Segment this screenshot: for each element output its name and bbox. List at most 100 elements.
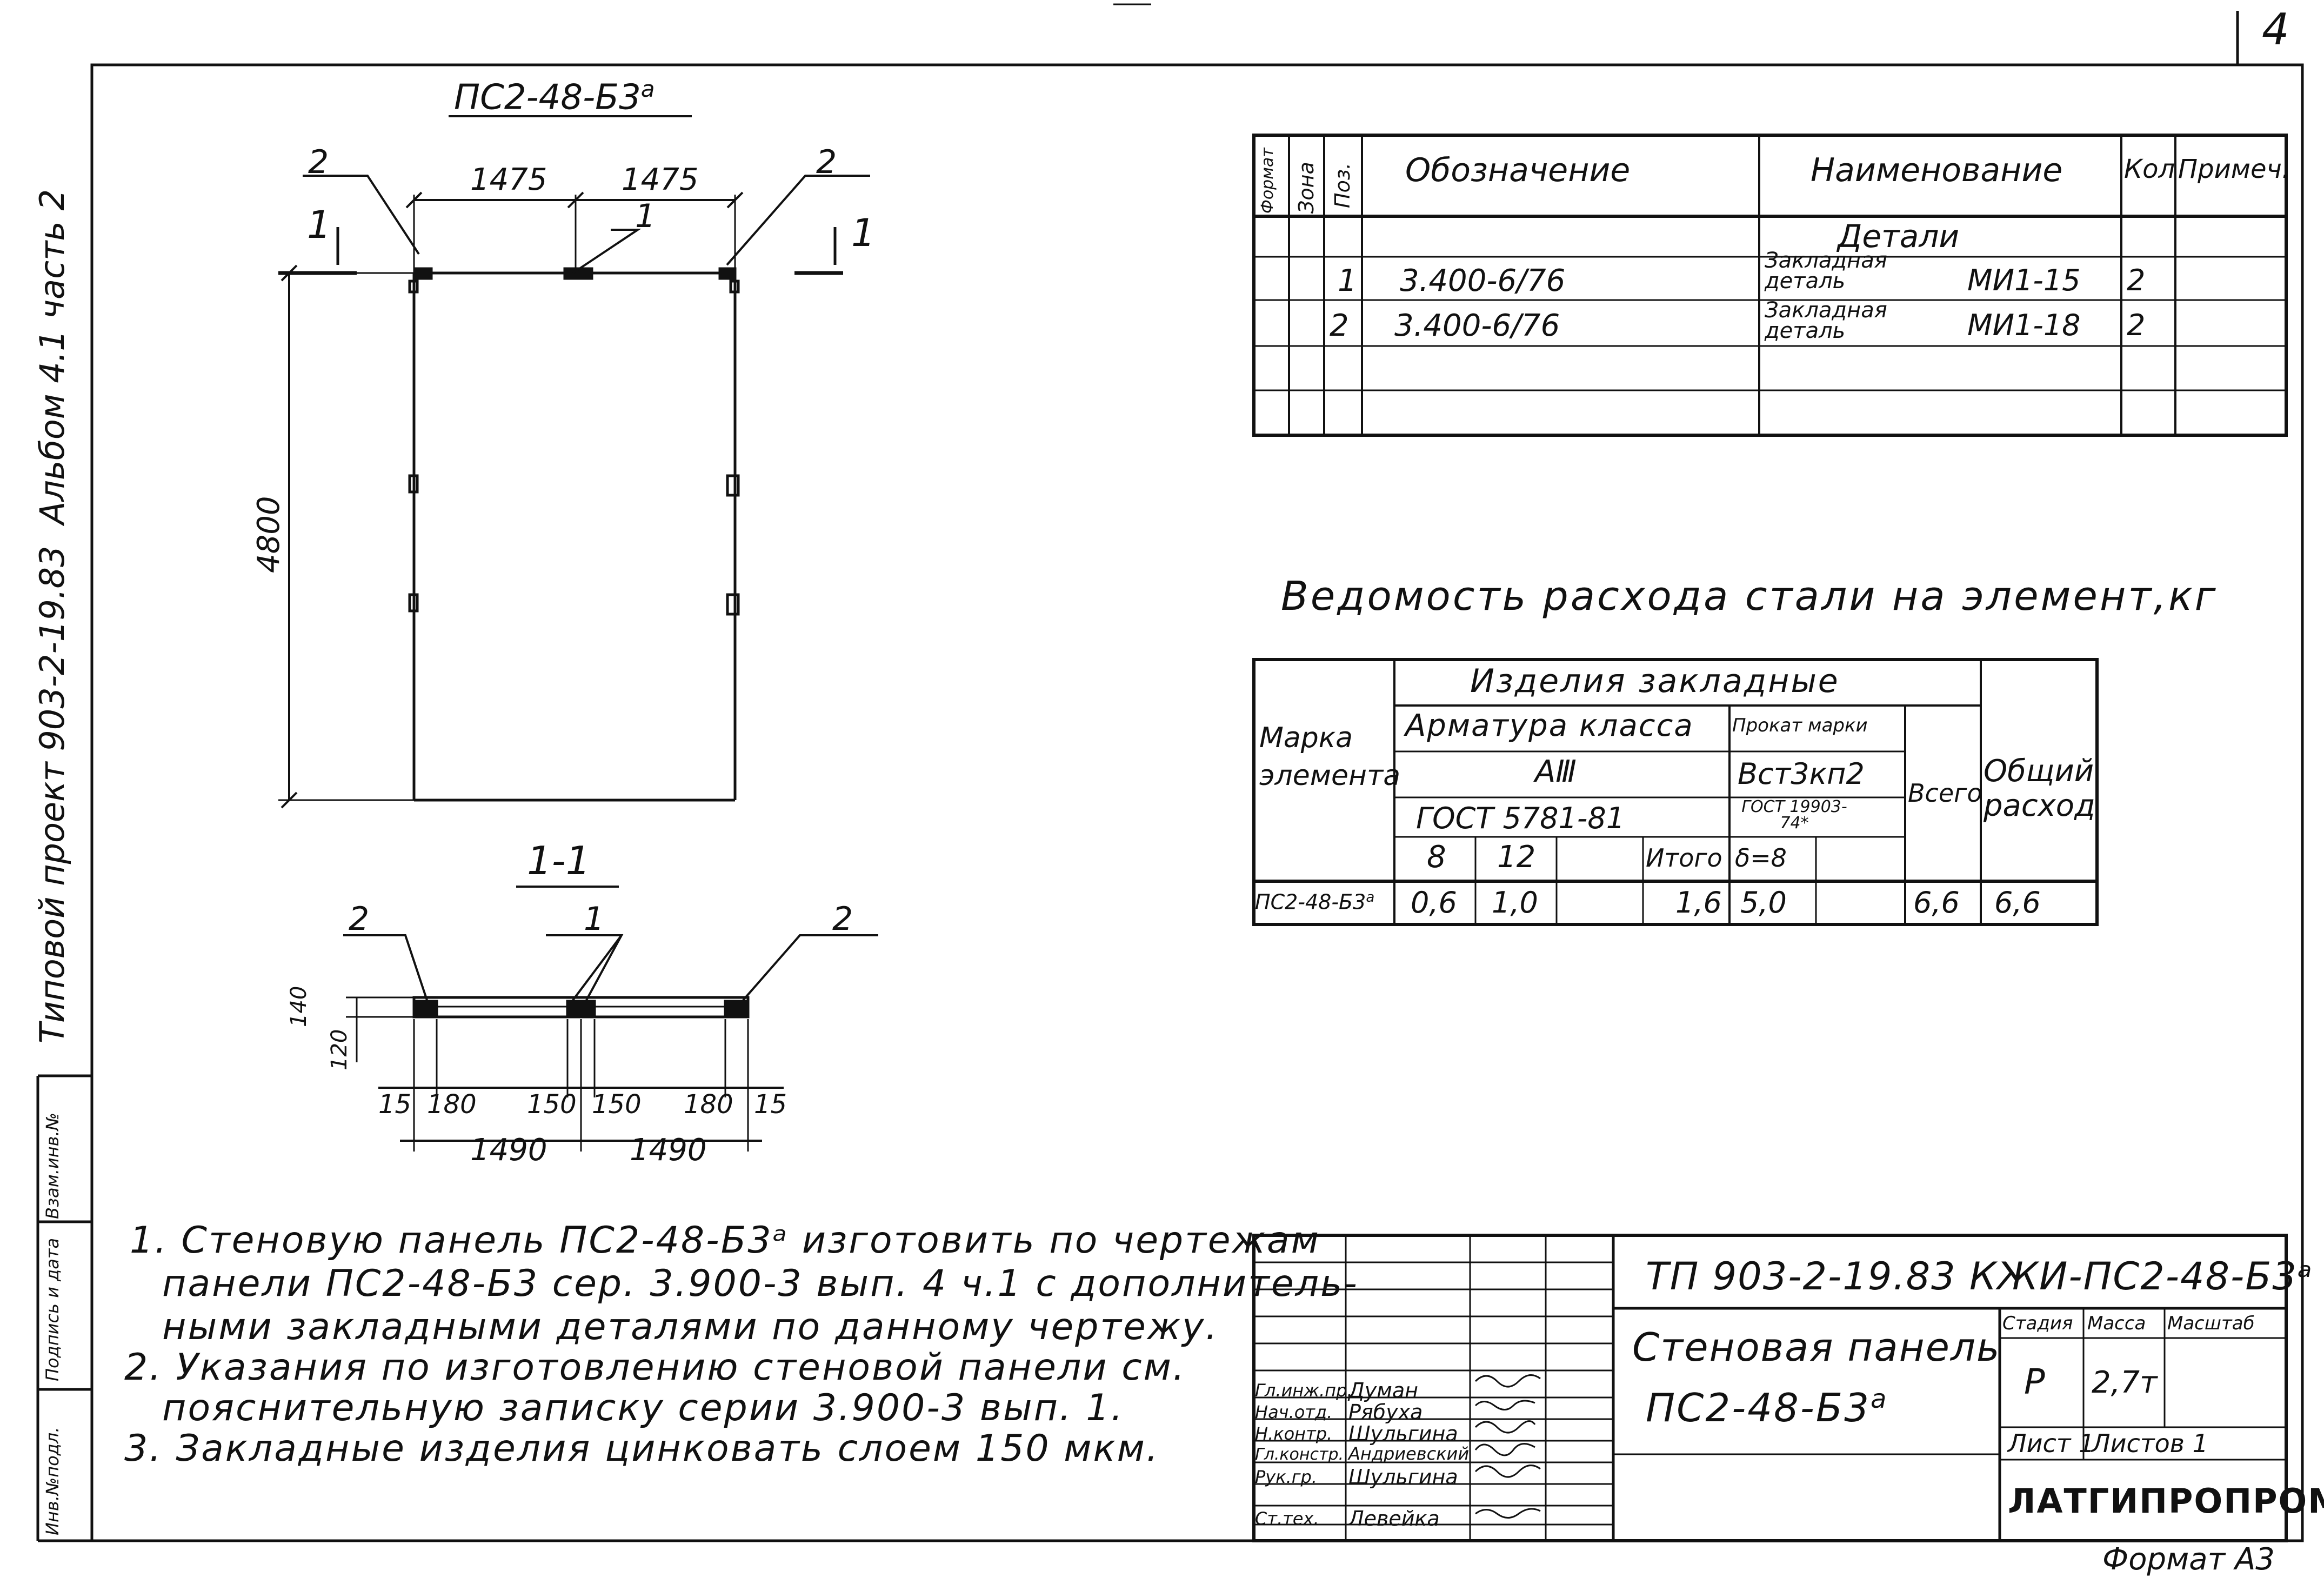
tb-code: ТП 903-2-19.83 КЖИ-ПС2-48-Б3ᵃ xyxy=(1646,1254,2314,1299)
steel-h-8: 8 xyxy=(1427,840,1446,875)
spec-row-poz: 2 xyxy=(1330,308,1349,343)
plan-dim-left: 1475 xyxy=(470,162,547,197)
plan-callout-left: 2 xyxy=(308,143,329,181)
tb-role: Нач.отд. xyxy=(1255,1402,1333,1422)
steel-title: Ведомость расхода стали на элемент,кг xyxy=(1281,573,2218,620)
steel-row-d8: 5,0 xyxy=(1740,886,1787,920)
tb-role: Гл.инж.пр. xyxy=(1255,1380,1353,1401)
steel-h-marka: Марка элемента xyxy=(1259,722,1401,792)
panel-plan xyxy=(278,115,870,809)
tb-person: Шульгина xyxy=(1348,1465,1458,1489)
steel-h-vst: Вст3кп2 xyxy=(1738,757,1865,791)
section-callout-right: 2 xyxy=(832,900,853,938)
tb-massa: 2,7т xyxy=(2092,1365,2158,1400)
note-line: 1. Стеновую панель ПС2-48-Б3ᵃ изготовить… xyxy=(130,1219,1320,1262)
steel-h-prokat: Прокат марки xyxy=(1732,715,1868,736)
section-dim-b3: 150 xyxy=(592,1089,642,1120)
section-title: 1-1 xyxy=(527,838,591,883)
tb-h-massa: Масса xyxy=(2087,1313,2146,1334)
steel-h-12: 12 xyxy=(1497,840,1536,875)
tb-person: Рябуха xyxy=(1348,1400,1423,1424)
spec-h-prim: Примеч. xyxy=(2178,154,2290,184)
steel-table-lines xyxy=(1252,658,2099,926)
spec-row-kol: 2 xyxy=(2127,308,2146,342)
tb-role: Гл.констр. xyxy=(1255,1445,1344,1464)
spec-h-format: Формат xyxy=(1258,148,1277,214)
note-line: панели ПС2-48-Б3 сер. 3.900-3 вып. 4 ч.1… xyxy=(162,1262,1359,1305)
side-inv-podl: Инв.№подл. xyxy=(42,1427,63,1535)
spec-row-mark: МИ1-15 xyxy=(1967,263,2081,297)
spec-h-poz: Поз. xyxy=(1331,162,1354,208)
plan-height-dim: 4800 xyxy=(251,496,286,573)
tb-list: Лист 1 xyxy=(2008,1429,2095,1458)
note-line: 3. Закладные изделия цинковать слоем 150… xyxy=(124,1427,1160,1470)
tb-person: Шульгина xyxy=(1348,1422,1458,1446)
tb-listov: Листов 1 xyxy=(2092,1429,2208,1458)
steel-h-itogo: Итого xyxy=(1646,843,1722,873)
tb-h-masshtab: Масштаб xyxy=(2167,1313,2255,1334)
section-dim-b5: 15 xyxy=(754,1089,787,1120)
note-line: 2. Указания по изготовлению стеновой пан… xyxy=(124,1346,1186,1389)
tb-person: Думан xyxy=(1348,1379,1418,1402)
section-dim-b1: 180 xyxy=(427,1089,477,1120)
section-dim-1490-b: 1490 xyxy=(630,1133,707,1168)
note-line: пояснительную записку серии 3.900-3 вып.… xyxy=(162,1387,1125,1429)
plan-title: ПС2-48-Б3a xyxy=(454,76,655,117)
tb-person: Левейка xyxy=(1348,1507,1440,1530)
spec-row-oboz: 3.400-6/76 xyxy=(1394,308,1560,343)
spec-row-kol: 2 xyxy=(2127,263,2146,297)
steel-row-vsego: 6,6 xyxy=(1913,886,1960,920)
section-dim-b0: 15 xyxy=(378,1089,412,1120)
spec-row-oboz: 3.400-6/76 xyxy=(1400,263,1566,298)
steel-row-v8: 0,6 xyxy=(1411,886,1457,920)
plan-dim-right: 1475 xyxy=(622,162,699,197)
plan-callout-mid: 1 xyxy=(635,197,656,235)
title-block-lines xyxy=(1252,1234,2288,1542)
tb-role: Рук.гр. xyxy=(1255,1467,1318,1487)
spec-h-naim: Наименование xyxy=(1811,151,2063,189)
tb-name-sup: а xyxy=(1871,1384,1888,1414)
section-callout-mid: 1 xyxy=(584,900,605,938)
plan-section-left: 1 xyxy=(307,203,331,247)
steel-row-itogo: 1,6 xyxy=(1675,886,1722,920)
tb-name-line2: ПС2-48-Б3а xyxy=(1646,1384,1888,1430)
section-dim-b2: 150 xyxy=(527,1089,577,1120)
section-dim-1490-a: 1490 xyxy=(470,1133,547,1168)
section-dim-140: 140 xyxy=(286,986,311,1027)
note-line: ными закладными деталями по данному черт… xyxy=(162,1306,1219,1348)
tb-role: Н.контр. xyxy=(1255,1423,1333,1444)
section-callout-left: 2 xyxy=(349,900,370,938)
spec-table-lines xyxy=(1252,134,2288,437)
tb-h-stadia: Стадия xyxy=(2002,1313,2073,1334)
side-vzam-inv: Взам.инв.№ xyxy=(42,1113,63,1219)
steel-row-marka: ПС2-48-Б3а xyxy=(1255,889,1374,914)
side-album: Альбом 4.1 часть 2 xyxy=(32,189,72,524)
side-podp-data: Подпись и дата xyxy=(42,1237,63,1381)
steel-row-marka-text: ПС2-48-Б3 xyxy=(1255,890,1366,914)
spec-h-oboz: Обозначение xyxy=(1405,151,1631,189)
steel-row-v12: 1,0 xyxy=(1492,886,1538,920)
tb-name-line1: Стеновая панель xyxy=(1632,1325,2001,1370)
steel-row-obshiy: 6,6 xyxy=(1994,886,2041,920)
section-dim-120: 120 xyxy=(327,1029,352,1070)
plan-section-right: 1 xyxy=(851,211,876,255)
format-label: Формат А3 xyxy=(2102,1542,2275,1577)
spec-h-kol: Кол xyxy=(2124,154,2175,184)
tb-name-line2-text: ПС2-48-Б3 xyxy=(1646,1385,1871,1430)
spec-row-naim: Закладная деталь xyxy=(1765,248,1887,294)
spec-h-zona: Зона xyxy=(1294,162,1318,214)
drawing-frame xyxy=(90,63,2304,1542)
steel-h-obshiy: Общий расход xyxy=(1984,754,2095,823)
spec-row-mark: МИ1-18 xyxy=(1967,308,2081,342)
tb-role: Ст.тех. xyxy=(1255,1508,1319,1529)
steel-h-izdelia: Изделия закладные xyxy=(1470,662,1840,700)
steel-h-d8: δ=8 xyxy=(1735,843,1787,873)
steel-h-gost2: ГОСТ 19903-74* xyxy=(1741,797,1847,833)
steel-h-vsego: Всего xyxy=(1908,778,1982,808)
plan-title-text: ПС2-48-Б3 xyxy=(454,77,641,118)
steel-h-gost1: ГОСТ 5781-81 xyxy=(1416,801,1625,835)
sheet-number: 4 xyxy=(2262,4,2289,55)
side-project: Типовой проект 903-2-19.83 xyxy=(32,545,72,1043)
steel-row-marka-sup: а xyxy=(1366,889,1375,906)
